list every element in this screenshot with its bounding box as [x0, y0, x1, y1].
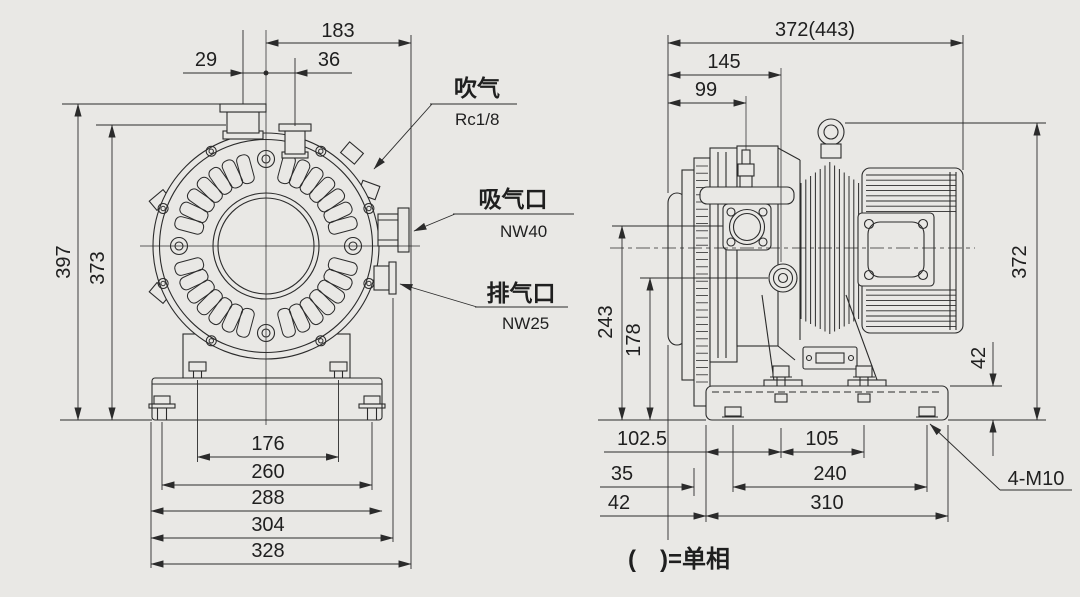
front-view	[148, 103, 410, 421]
bracket-bolts	[770, 365, 875, 388]
dim-145: 145	[707, 51, 740, 73]
dim-372-vertical: 372	[1009, 245, 1031, 278]
dim-288: 288	[251, 487, 284, 509]
dimension-text: 183 29 36 397 373 176 260 288 304 328 吹气…	[53, 19, 1064, 573]
nameplate	[802, 346, 858, 370]
front-centerlines	[140, 30, 420, 425]
base-plate-side	[705, 385, 949, 421]
suction-flange-side	[722, 203, 772, 251]
dim-42-plate-offset: 42	[608, 492, 630, 514]
base-plate-front	[148, 377, 386, 421]
label-exhaust-name: 排气口	[487, 280, 556, 306]
dim-35: 35	[611, 463, 633, 485]
dim-397: 397	[53, 245, 75, 278]
dim-260: 260	[251, 461, 284, 483]
dim-240: 240	[813, 463, 846, 485]
dim-99: 99	[695, 79, 717, 101]
dim-183: 183	[321, 20, 354, 42]
dim-304: 304	[251, 514, 284, 536]
dimension-lines	[60, 30, 1072, 569]
mount-bar	[699, 186, 795, 205]
dim-310: 310	[810, 492, 843, 514]
junction-box-cover	[857, 212, 935, 287]
dim-373: 373	[87, 251, 109, 284]
label-suction-name: 吸气口	[479, 186, 548, 212]
eyebolt	[817, 118, 845, 159]
rim-bolts	[157, 145, 375, 347]
suction-port	[377, 207, 410, 253]
dim-178: 178	[623, 323, 645, 356]
top-port-small	[278, 123, 312, 159]
dim-243: 243	[595, 305, 617, 338]
label-blow-spec: Rc1/8	[455, 110, 499, 129]
top-port-large	[219, 103, 267, 140]
dim-372-443: 372(443)	[775, 19, 855, 41]
dim-29: 29	[195, 49, 217, 71]
dim-36: 36	[318, 49, 340, 71]
label-suction-spec: NW40	[500, 222, 547, 241]
cooling-slots	[174, 154, 358, 338]
label-exhaust-spec: NW25	[502, 314, 549, 333]
dim-176: 176	[251, 433, 284, 455]
side-view	[667, 118, 964, 421]
label-mount-holes: 4-M10	[1008, 468, 1065, 490]
dim-42-plate-thickness: 42	[968, 347, 990, 369]
housing-fin-ticks	[696, 165, 708, 383]
dim-105: 105	[805, 428, 838, 450]
exhaust-port	[373, 261, 397, 295]
exhaust-port-side	[768, 263, 798, 293]
label-blow-name: 吹气	[454, 75, 500, 101]
dim-328: 328	[251, 540, 284, 562]
note-single-phase: ( )=单相	[628, 546, 730, 573]
motor-fins	[866, 174, 956, 327]
dim-102-5: 102.5	[617, 428, 667, 450]
